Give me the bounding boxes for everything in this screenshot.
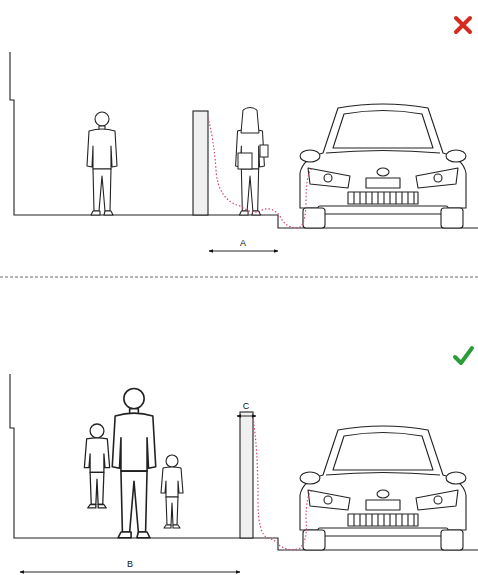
charging-bollard <box>193 111 208 215</box>
dimension-label: C <box>236 401 256 411</box>
charging-cable <box>208 118 312 228</box>
walking-father <box>112 388 156 537</box>
electric-car <box>300 104 466 228</box>
charging-bollard <box>240 412 253 538</box>
electric-car <box>300 426 466 550</box>
dimension-label: A <box>233 238 253 248</box>
wall-sidewalk-curb <box>10 374 478 550</box>
dimension-arrow <box>237 416 256 417</box>
walking-boy <box>161 455 183 528</box>
correct-mark <box>455 348 472 363</box>
wall-sidewalk-curb <box>10 52 478 228</box>
shopping-bag <box>238 153 252 169</box>
wrong-mark <box>456 18 470 32</box>
walking-man <box>87 112 117 215</box>
dimension-label: B <box>120 559 140 569</box>
charging-cable <box>253 418 312 550</box>
walking-girl <box>84 424 109 508</box>
woman-with-bags <box>236 108 268 216</box>
woman-hair <box>241 108 259 134</box>
dimension-arrow <box>20 572 240 573</box>
panel-divider <box>0 277 478 278</box>
dimension-arrow <box>209 251 278 252</box>
handbag <box>260 145 268 157</box>
